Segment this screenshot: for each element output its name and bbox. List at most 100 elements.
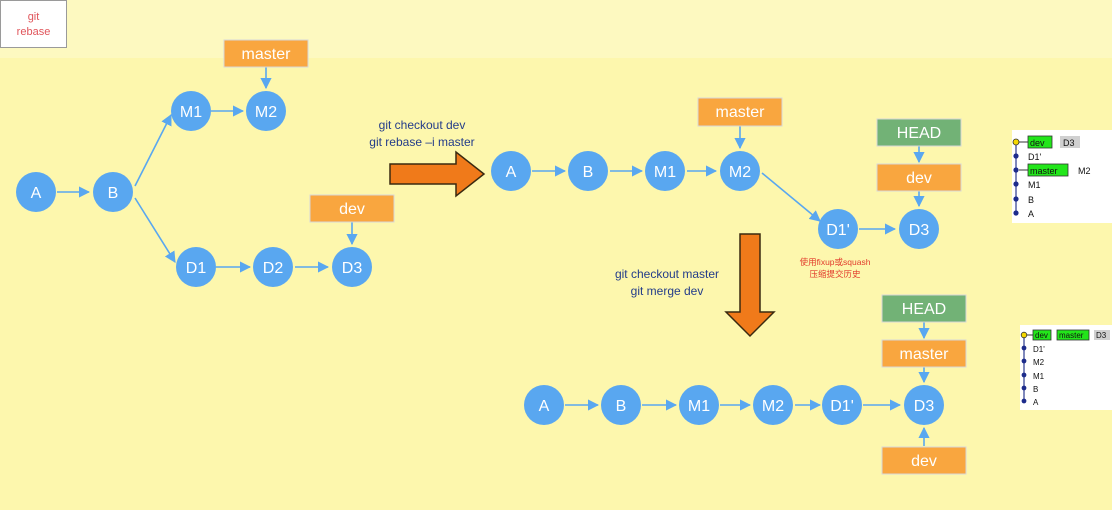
log-m1: M1 [1033, 372, 1045, 381]
commit-d1-prime: D1' [822, 385, 862, 425]
svg-text:M1: M1 [180, 104, 202, 121]
commit-a: A [16, 172, 56, 212]
master-label: master [881, 339, 967, 368]
svg-text:M2: M2 [762, 398, 784, 415]
graph-dot [1021, 372, 1027, 378]
log-d1-prime: D1' [1033, 345, 1045, 354]
diagram-before: A B M1 M2 D1 D2 D3 master dev [16, 39, 395, 287]
title-box: git rebase [0, 0, 67, 48]
svg-text:B: B [616, 398, 627, 415]
rebase-step: git checkout dev git rebase –i master [369, 118, 486, 198]
graph-dot [1013, 181, 1019, 187]
graph-dot-head [1012, 138, 1020, 146]
svg-text:A: A [539, 398, 550, 415]
commit-d2: D2 [253, 247, 293, 287]
edge-b-d1 [134, 197, 176, 263]
svg-text:M2: M2 [729, 164, 751, 181]
svg-text:dev: dev [911, 453, 937, 470]
rebase-arrow [389, 150, 486, 198]
graph-dot [1013, 196, 1019, 202]
svg-text:D1: D1 [186, 260, 207, 277]
commit-d1-prime: D1' [818, 209, 858, 249]
commit-d3: D3 [332, 247, 372, 287]
graph-dot [1021, 385, 1027, 391]
edge-r-m2-d1p [761, 172, 821, 222]
merge-command-1: git checkout master [615, 267, 719, 281]
head-label: HEAD [881, 294, 967, 323]
commit-m2: M2 [720, 151, 760, 191]
svg-text:M2: M2 [255, 104, 277, 121]
svg-text:master: master [716, 104, 766, 121]
svg-text:A: A [506, 164, 517, 181]
rebase-command-2: git rebase –i master [369, 135, 474, 149]
svg-text:B: B [583, 164, 594, 181]
graph-dot [1013, 167, 1019, 173]
branch-tag-master [1027, 163, 1069, 177]
log-m1: M1 [1028, 180, 1041, 190]
svg-text:dev: dev [906, 170, 932, 187]
log-m2: M2 [1033, 358, 1045, 367]
commit-m2: M2 [246, 91, 286, 131]
branch-tag-dev [1027, 135, 1053, 149]
svg-text:D3: D3 [1096, 331, 1107, 340]
merge-command-2: git merge dev [631, 284, 704, 298]
commit-m1: M1 [645, 151, 685, 191]
diagram-after-rebase: A B M1 M2 D1' D3 master HEAD dev 使用fixup… [491, 97, 962, 279]
edge-b-m1 [134, 114, 172, 187]
dev-label: dev [876, 163, 962, 192]
commit-b: B [568, 151, 608, 191]
svg-text:master: master [242, 46, 292, 63]
svg-text:M1: M1 [688, 398, 710, 415]
commit-m2: M2 [753, 385, 793, 425]
diagram-after-merge: A B M1 M2 D1' D3 HEAD master dev [524, 294, 967, 475]
title-line-1: git [27, 11, 40, 23]
log-d1-prime: D1' [1028, 152, 1042, 162]
svg-text:HEAD: HEAD [902, 301, 946, 318]
svg-text:HEAD: HEAD [897, 125, 941, 142]
git-log-panel-rebase: dev D3 D1' master M2 M1 B A [1012, 130, 1112, 223]
ref-tag-d3 [1060, 136, 1080, 148]
svg-text:master: master [900, 346, 950, 363]
git-log-panel-merge: dev master D3 D1' M2 M1 B A [1020, 325, 1112, 410]
dev-label: dev [881, 446, 967, 475]
log-b: B [1028, 195, 1034, 205]
svg-text:D3: D3 [914, 398, 935, 415]
log-a: A [1028, 209, 1034, 219]
log-b: B [1033, 385, 1038, 394]
title-line-2: rebase [16, 26, 51, 38]
svg-text:dev: dev [1035, 331, 1048, 340]
svg-text:dev: dev [1030, 138, 1045, 148]
branch-tag-master [1056, 329, 1090, 341]
commit-m1: M1 [679, 385, 719, 425]
svg-text:D3: D3 [909, 222, 930, 239]
merge-step: git checkout master git merge dev [615, 233, 776, 338]
graph-dot [1013, 153, 1019, 159]
branch-tag-dev [1032, 329, 1052, 341]
merge-arrow [724, 233, 776, 338]
svg-text:dev: dev [339, 201, 365, 218]
commit-m1: M1 [171, 91, 211, 131]
squash-note-2: 压缩提交历史 [809, 269, 861, 279]
commit-d3: D3 [899, 209, 939, 249]
commit-b: B [601, 385, 641, 425]
graph-dot [1013, 210, 1019, 216]
svg-text:D3: D3 [342, 260, 363, 277]
dev-label: dev [309, 194, 395, 223]
rebase-command-1: git checkout dev [379, 118, 466, 132]
graph-dot-head [1020, 331, 1028, 339]
svg-text:M1: M1 [654, 164, 676, 181]
commit-a: A [524, 385, 564, 425]
commit-a: A [491, 151, 531, 191]
svg-text:D1': D1' [830, 398, 854, 415]
log-m2: M2 [1078, 166, 1091, 176]
commit-d3: D3 [904, 385, 944, 425]
graph-dot [1021, 345, 1027, 351]
squash-note-1: 使用fixup或squash [800, 257, 871, 267]
master-label: master [223, 39, 309, 68]
ref-tag-d3 [1094, 330, 1110, 340]
graph-dot [1021, 398, 1027, 404]
svg-text:A: A [31, 185, 42, 202]
svg-text:master: master [1030, 166, 1058, 176]
